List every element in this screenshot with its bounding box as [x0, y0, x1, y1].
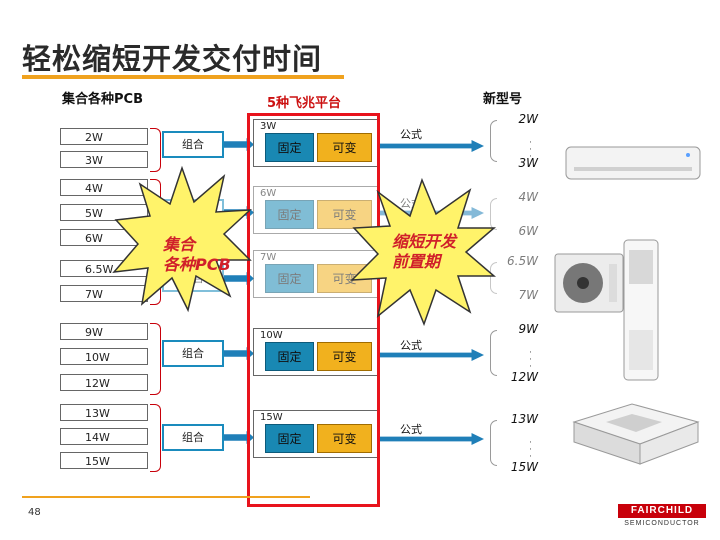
model-min: 9W: [518, 322, 539, 336]
model-min: 4W: [518, 190, 539, 204]
outdoor-unit-icon: [554, 253, 624, 313]
flow-arrow: [224, 347, 254, 360]
model-min: 2W: [518, 112, 539, 126]
ellipsis-icon: ···: [529, 438, 532, 462]
model-bracket: [490, 198, 497, 230]
platform-box: 3W 固定 可变: [253, 119, 378, 167]
group-brace: [150, 128, 161, 172]
pcb-item: 15W: [60, 452, 148, 469]
model-group: 2W ··· 3W: [490, 112, 546, 170]
platform-box: 7W 固定 可变: [253, 250, 378, 298]
pcb-item: 10W: [60, 348, 148, 365]
model-max: 3W: [518, 156, 539, 170]
variable-block: 可变: [317, 342, 372, 371]
fixed-block: 固定: [265, 264, 314, 293]
formula-arrow: [380, 140, 484, 152]
model-max: 7W: [518, 288, 539, 302]
wall-air-conditioner-icon: [565, 146, 701, 180]
starburst-callout: [350, 177, 497, 326]
pcb-item: 4W: [60, 179, 148, 196]
pcb-item: 12W: [60, 374, 148, 391]
formula-label: 公式: [400, 339, 422, 352]
combo-box: 组合: [162, 340, 224, 367]
fairchild-logo: FAIRCHILD SEMICONDUCTOR: [618, 504, 706, 532]
platform-label: 3W: [260, 121, 277, 132]
combo-box: 组合: [162, 131, 224, 158]
platform-header: 5种飞兆平台: [267, 96, 342, 111]
model-min: 6.5W: [507, 254, 538, 268]
starburst-left-label: 集合 各种PCB: [163, 235, 231, 274]
formula-arrow: [380, 433, 484, 445]
platform-box: 10W 固定 可变: [253, 328, 378, 376]
model-group: 13W ··· 15W: [490, 412, 546, 474]
model-group: 6.5W 7W: [490, 254, 546, 302]
variable-block: 可变: [317, 133, 372, 162]
platform-box: 6W 固定 可变: [253, 186, 378, 234]
model-bracket: [490, 420, 497, 466]
platform-label: 7W: [260, 252, 277, 263]
footer-rule: [22, 496, 310, 498]
title-underline: [22, 75, 344, 79]
pcb-item: 13W: [60, 404, 148, 421]
pcb-header: 集合各种PCB: [62, 92, 143, 107]
pcb-item: 3W: [60, 151, 148, 168]
model-group: 9W ··· 12W: [490, 322, 546, 384]
starburst-right-text: 缩短开发 前置期: [392, 232, 456, 272]
fixed-block: 固定: [265, 424, 314, 453]
starburst-left-text: 集合 各种PCB: [163, 235, 231, 275]
group-brace: [150, 323, 161, 395]
flow-arrow: [224, 431, 254, 444]
pcb-item: 14W: [60, 428, 148, 445]
model-bracket: [490, 120, 497, 162]
pcb-item: 9W: [60, 323, 148, 340]
formula-arrow: [380, 349, 484, 361]
flow-arrow: [224, 272, 254, 285]
variable-block: 可变: [317, 200, 372, 229]
ellipsis-icon: ···: [529, 138, 532, 162]
formula-label: 公式: [400, 128, 422, 141]
group-brace: [150, 404, 161, 472]
model-max: 15W: [510, 460, 538, 474]
model-bracket: [490, 330, 497, 376]
new-model-header: 新型号: [483, 92, 523, 107]
platform-label: 6W: [260, 188, 277, 199]
page-number: 48: [28, 507, 41, 518]
pcb-item: 6W: [60, 229, 148, 246]
starburst-right-label: 缩短开发 前置期: [392, 232, 457, 271]
platform-label: 10W: [260, 330, 283, 341]
fixed-block: 固定: [265, 133, 314, 162]
model-max: 6W: [518, 224, 539, 238]
cassette-air-conditioner-icon: [572, 403, 700, 465]
pcb-item: 2W: [60, 128, 148, 145]
model-min: 13W: [510, 412, 538, 426]
pcb-item: 5W: [60, 204, 148, 221]
model-group: 4W 6W: [490, 190, 546, 238]
combo-box: 组合: [162, 424, 224, 451]
fixed-block: 固定: [265, 342, 314, 371]
ellipsis-icon: ···: [529, 348, 532, 372]
page-title: 轻松缩短开发交付时间: [22, 42, 323, 76]
platform-label: 15W: [260, 412, 283, 423]
logo-line1: FAIRCHILD: [618, 504, 706, 518]
variable-block: 可变: [317, 424, 372, 453]
fixed-block: 固定: [265, 200, 314, 229]
starburst-callout: [112, 165, 252, 313]
logo-line2: SEMICONDUCTOR: [624, 520, 700, 527]
floor-standing-air-conditioner-icon: [623, 239, 659, 381]
flow-arrow: [224, 138, 254, 151]
platform-box: 15W 固定 可变: [253, 410, 378, 458]
model-bracket: [490, 262, 497, 294]
pcb-item: 7W: [60, 285, 148, 302]
formula-label: 公式: [400, 423, 422, 436]
model-max: 12W: [510, 370, 538, 384]
